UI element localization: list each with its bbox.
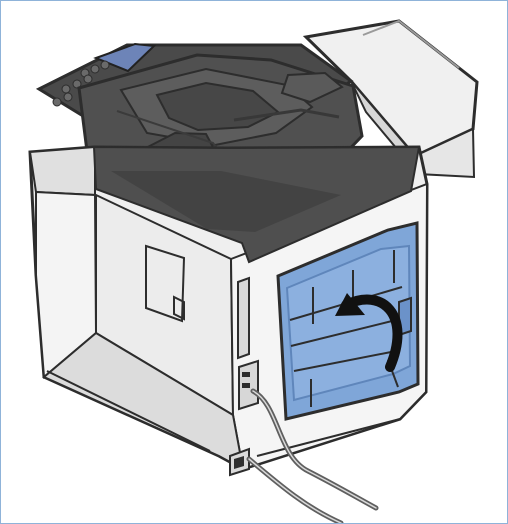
panel-buttons [52, 60, 110, 107]
power-cable-icon [246, 388, 379, 523]
curved-arrow-icon [335, 293, 403, 372]
rear-cover-open [276, 221, 420, 421]
